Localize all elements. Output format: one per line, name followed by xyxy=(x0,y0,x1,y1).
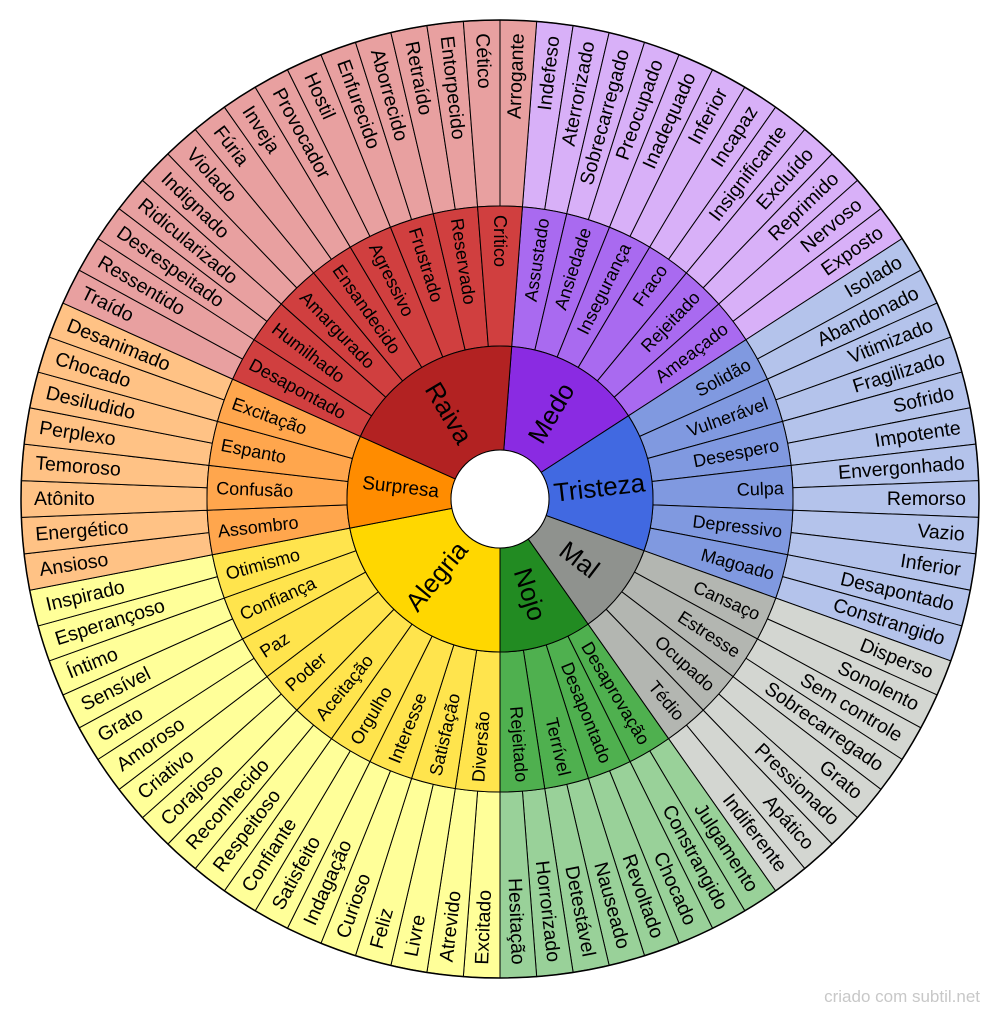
outer-item: Energético xyxy=(20,509,210,555)
emotion-surpresa: Surpresa xyxy=(346,435,456,529)
outer-ring: IndefesoAterrorizadoSobrecarregadoPreocu… xyxy=(20,19,980,979)
outer-label: Remorso xyxy=(887,488,966,510)
emotion-nojo: Nojo xyxy=(499,538,589,653)
middle-label: Culpa xyxy=(736,478,785,500)
middle-item: Assustado xyxy=(511,206,568,351)
middle-item: Diversão xyxy=(454,649,501,793)
middle-item: Aceitação xyxy=(296,608,413,740)
middle-ring: AssustadoAnsiedadeInsegurançaFracoRejeit… xyxy=(206,205,794,793)
middle-item: Reservado xyxy=(432,206,489,351)
outer-label: Excitado xyxy=(471,889,496,965)
outer-item: Arrogante xyxy=(499,19,538,208)
emotion-raiva: Raiva xyxy=(359,345,513,480)
middle-item: Rejeitado xyxy=(499,649,546,793)
credit-text: criado com subtil.net xyxy=(824,987,980,1006)
middle-item: Satisfação xyxy=(410,644,478,790)
outer-label: Arrogante xyxy=(504,33,529,119)
emotion-tristeza: Tristeza xyxy=(540,415,654,552)
outer-item: Criativo xyxy=(118,675,282,819)
middle-item: Depressivo xyxy=(649,504,794,556)
outer-item: Violado xyxy=(167,128,315,289)
middle-label: Confusão xyxy=(216,478,294,501)
outer-item: Excitado xyxy=(462,790,501,979)
outer-item: Atrevido xyxy=(426,787,479,978)
wheel-border xyxy=(20,19,980,979)
outer-item: Vazio xyxy=(790,509,980,555)
outer-item: Envergonhado xyxy=(790,443,980,489)
middle-label: Crítico xyxy=(490,215,510,267)
middle-item: Espanto xyxy=(208,420,354,483)
emotion-medo: Medo xyxy=(503,345,630,474)
center-hole xyxy=(450,449,550,549)
outer-item: Temoroso xyxy=(20,443,210,489)
outer-item: Indefeso xyxy=(521,20,574,211)
middle-item: Paz xyxy=(241,571,380,678)
outer-label: Vazio xyxy=(917,520,966,546)
emotion-alegria: Alegria xyxy=(349,507,501,653)
outer-label: Atônito xyxy=(34,488,95,510)
outer-label: Hesitação xyxy=(504,878,529,966)
outer-label: Cético xyxy=(471,33,495,89)
